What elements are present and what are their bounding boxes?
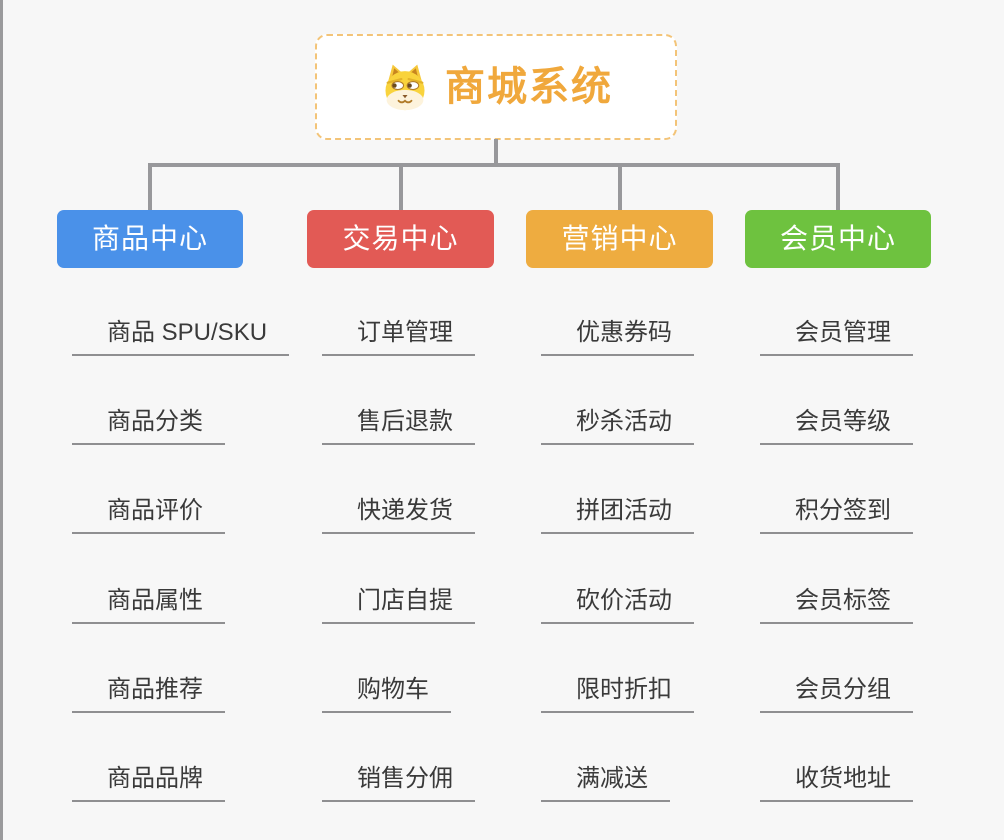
leaf-node[interactable]: 秒杀活动 — [541, 401, 694, 445]
leaf-node[interactable]: 限时折扣 — [541, 669, 694, 713]
leaf-node[interactable]: 砍价活动 — [541, 580, 694, 624]
branch-label: 交易中心 — [342, 223, 459, 254]
leaf-node[interactable]: 商品评价 — [72, 490, 225, 534]
root-label: 商城系统 — [445, 65, 613, 109]
leaf-node[interactable]: 商品分类 — [72, 401, 225, 445]
leaf-node[interactable]: 积分签到 — [760, 490, 913, 534]
root-node[interactable]: 商城系统 — [315, 34, 677, 140]
leaf-node[interactable]: 收货地址 — [760, 758, 913, 802]
connector-root-stub — [494, 139, 498, 165]
branch-node-member-center[interactable]: 会员中心 — [745, 210, 931, 268]
leaf-node[interactable]: 订单管理 — [322, 312, 475, 356]
leaf-node[interactable]: 门店自提 — [322, 580, 475, 624]
branch-label: 营销中心 — [561, 223, 678, 254]
leaf-node[interactable]: 会员标签 — [760, 580, 913, 624]
branch-node-product-center[interactable]: 商品中心 — [57, 210, 243, 268]
leaf-node[interactable]: 拼团活动 — [541, 490, 694, 534]
connector-branch-stub — [148, 165, 152, 211]
branch-node-marketing-center[interactable]: 营销中心 — [526, 210, 713, 268]
dog-face-icon — [385, 64, 425, 111]
branch-drop-line — [0, 0, 3, 534]
connector-bus — [148, 163, 840, 167]
leaf-node[interactable]: 满减送 — [541, 758, 670, 802]
leaf-node[interactable]: 优惠券码 — [541, 312, 694, 356]
leaf-node[interactable]: 商品 SPU/SKU — [72, 312, 290, 356]
leaf-node[interactable]: 售后退款 — [322, 401, 475, 445]
leaf-node[interactable]: 会员管理 — [760, 312, 913, 356]
connector-branch-stub — [398, 165, 403, 211]
leaf-node[interactable]: 会员等级 — [760, 401, 913, 445]
connector-branch-stub — [617, 165, 622, 211]
leaf-node[interactable]: 购物车 — [322, 669, 451, 713]
branch-node-trade-center[interactable]: 交易中心 — [307, 210, 494, 268]
branch-drop-line — [0, 534, 3, 840]
leaf-node[interactable]: 商品属性 — [72, 580, 225, 624]
leaf-node[interactable]: 商品推荐 — [72, 669, 225, 713]
connector-branch-stub — [836, 165, 840, 211]
branch-label: 会员中心 — [779, 223, 896, 254]
leaf-node[interactable]: 快递发货 — [322, 490, 475, 534]
leaf-node[interactable]: 商品品牌 — [72, 758, 225, 802]
leaf-node[interactable]: 会员分组 — [760, 669, 913, 713]
leaf-node[interactable]: 销售分佣 — [322, 758, 475, 802]
branch-label: 商品中心 — [91, 223, 208, 254]
